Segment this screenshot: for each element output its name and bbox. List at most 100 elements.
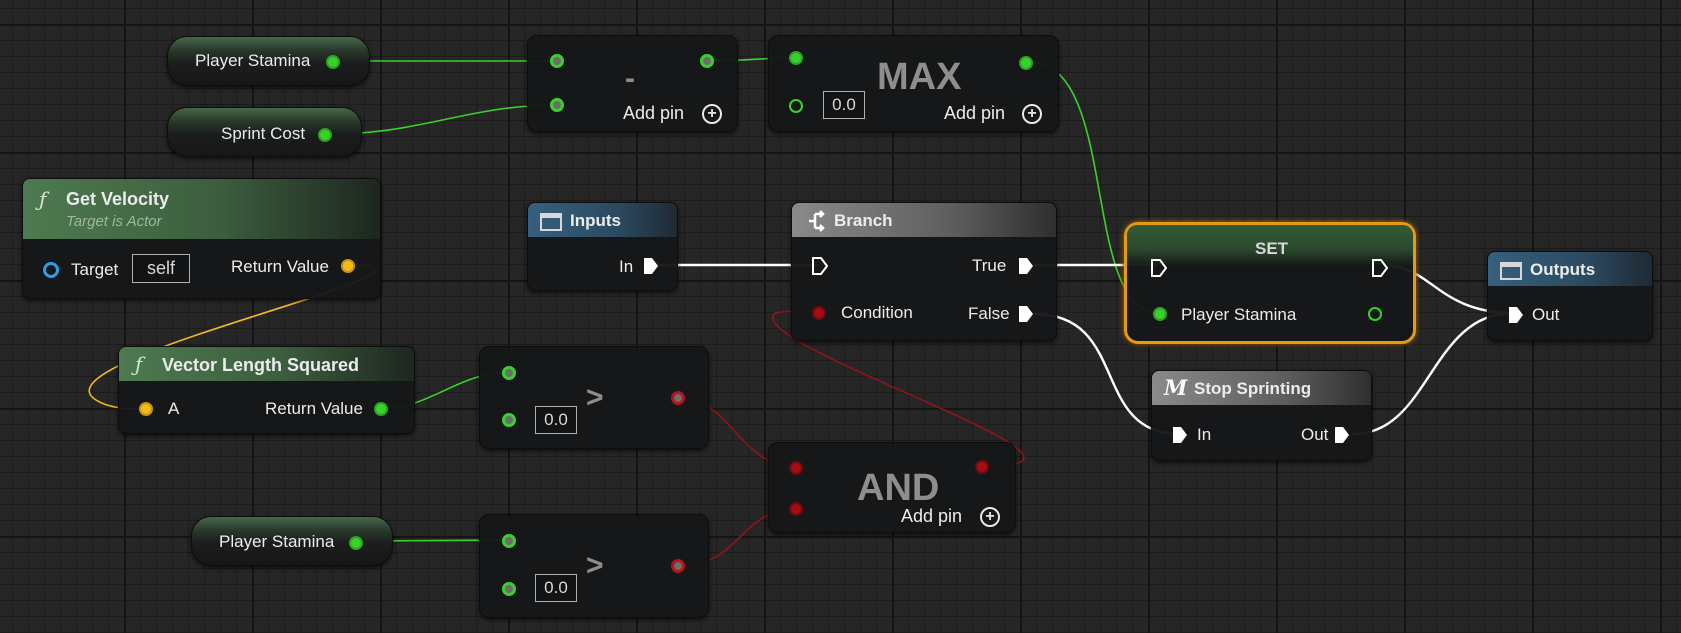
inputs-node[interactable]: Inputs In (527, 202, 678, 291)
exec-input-pin[interactable] (1172, 426, 1188, 444)
get-velocity-title: Get Velocity (66, 189, 170, 209)
condition-bool-pin[interactable] (812, 306, 826, 320)
vector-output-pin[interactable] (341, 259, 355, 273)
inputs-in-label: In (619, 257, 634, 276)
vector-length-squared-node[interactable]: ƒ Vector Length Squared A Return Value (118, 346, 415, 434)
exec-input-pin[interactable] (1151, 259, 1167, 277)
branch-title: Branch (834, 211, 893, 230)
max-title: MAX (877, 56, 962, 98)
branch-icon (809, 210, 825, 232)
bool-output-pin[interactable] (671, 391, 685, 405)
add-pin-plus-icon[interactable]: + (702, 104, 722, 124)
subtract-operator: - (625, 62, 635, 95)
exec-output-pin[interactable] (1372, 259, 1388, 277)
function-icon: ƒ (39, 187, 47, 211)
exec-output-pin[interactable] (1334, 426, 1350, 444)
float-input-pin-a[interactable] (550, 54, 564, 68)
float-output-pin[interactable] (1368, 307, 1382, 321)
float-input-pin-b[interactable] (789, 99, 803, 113)
float-input-pin-b[interactable] (502, 582, 516, 596)
inputs-title: Inputs (570, 211, 621, 230)
outputs-node[interactable]: Outputs Out (1487, 251, 1653, 341)
stop-sprinting-title: Stop Sprinting (1194, 379, 1312, 398)
float-input-pin-a[interactable] (789, 51, 803, 65)
max-default-value[interactable]: 0.0 (823, 91, 865, 119)
add-pin-plus-icon[interactable]: + (980, 507, 1000, 527)
float-output-pin[interactable] (700, 54, 714, 68)
set-player-stamina-node[interactable]: SET Player Stamina (1124, 222, 1416, 344)
bool-output-pin[interactable] (671, 559, 685, 573)
macro-icon: M (1164, 375, 1188, 400)
bool-output-pin[interactable] (975, 460, 989, 474)
target-label: Target (71, 260, 119, 279)
compare2-default-value[interactable]: 0.0 (535, 574, 577, 602)
float-output-pin[interactable] (1019, 56, 1033, 70)
return-value-label: Return Value (231, 257, 329, 276)
vlsq-return-label: Return Value (265, 399, 363, 418)
max-node[interactable]: 0.0 MAX Add pin + (768, 35, 1059, 132)
add-pin-label[interactable]: Add pin (944, 103, 1006, 123)
exec-true-pin[interactable] (1018, 257, 1034, 275)
set-var-label: Player Stamina (1181, 305, 1297, 324)
set-title: SET (1255, 239, 1289, 258)
branch-condition-label: Condition (841, 303, 913, 322)
stop-sprinting-in-label: In (1197, 425, 1212, 444)
float-input-pin-b[interactable] (550, 98, 564, 112)
compare1-operator: > (586, 381, 604, 414)
wire-sprint-cost-to-subtract (331, 104, 557, 135)
add-pin-label[interactable]: Add pin (623, 103, 685, 123)
set-header (1127, 225, 1413, 265)
target-object-pin[interactable] (43, 262, 59, 278)
vlsq-title: Vector Length Squared (162, 355, 360, 375)
and-node[interactable]: AND Add pin + (768, 442, 1016, 533)
player-stamina-label: Player Stamina (195, 51, 311, 70)
outputs-title: Outputs (1530, 260, 1596, 279)
bool-input-pin-b[interactable] (789, 502, 803, 516)
sprint-cost-label: Sprint Cost (221, 124, 306, 143)
exec-input-pin[interactable] (1508, 306, 1524, 324)
function-icon: ƒ (135, 352, 143, 376)
stop-sprinting-out-label: Out (1301, 425, 1329, 444)
inputs-header (528, 203, 677, 237)
player-stamina-getter-node[interactable]: Player Stamina (167, 36, 370, 86)
greater-than-node-2[interactable]: 0.0 > (479, 514, 709, 618)
outputs-out-label: Out (1532, 305, 1560, 324)
float-output-pin[interactable] (349, 536, 363, 550)
vlsq-input-label: A (168, 399, 180, 418)
greater-than-node-1[interactable]: 0.0 > (479, 346, 709, 449)
get-velocity-node[interactable]: ƒ Get Velocity Target is Actor Target se… (22, 178, 381, 299)
and-title: AND (857, 467, 940, 509)
bool-input-pin-a[interactable] (789, 461, 803, 475)
player-stamina-label: Player Stamina (219, 532, 335, 551)
get-velocity-header (23, 179, 380, 239)
vector-input-pin[interactable] (139, 402, 153, 416)
add-pin-label[interactable]: Add pin (901, 506, 963, 526)
float-input-pin[interactable] (1153, 307, 1167, 321)
exec-input-pin[interactable] (812, 257, 828, 275)
float-input-pin-a[interactable] (502, 366, 516, 380)
exec-output-pin[interactable] (643, 257, 659, 275)
subtract-node[interactable]: - Add pin + (527, 35, 738, 132)
exec-false-pin[interactable] (1018, 305, 1034, 323)
target-self-field[interactable]: self (132, 254, 190, 283)
sprint-cost-getter-node[interactable]: Sprint Cost (167, 107, 362, 157)
stop-sprinting-macro-node[interactable]: M Stop Sprinting In Out (1151, 370, 1372, 461)
branch-header (792, 203, 1056, 237)
branch-node[interactable]: Branch True Condition False (791, 202, 1057, 341)
outputs-window-icon (1500, 262, 1522, 280)
float-input-pin-a[interactable] (502, 534, 516, 548)
float-output-pin[interactable] (374, 402, 388, 416)
stop-sprinting-header (1152, 371, 1371, 405)
float-output-pin[interactable] (326, 55, 340, 69)
inputs-window-icon (540, 213, 562, 231)
float-output-pin[interactable] (318, 128, 332, 142)
compare2-operator: > (586, 549, 604, 582)
compare1-default-value[interactable]: 0.0 (535, 406, 577, 434)
float-input-pin-b[interactable] (502, 413, 516, 427)
get-velocity-subtitle: Target is Actor (66, 213, 162, 230)
outputs-header (1488, 252, 1652, 286)
branch-false-label: False (968, 304, 1010, 323)
add-pin-plus-icon[interactable]: + (1022, 104, 1042, 124)
player-stamina-getter-node-2[interactable]: Player Stamina (191, 516, 393, 566)
branch-true-label: True (972, 256, 1007, 275)
